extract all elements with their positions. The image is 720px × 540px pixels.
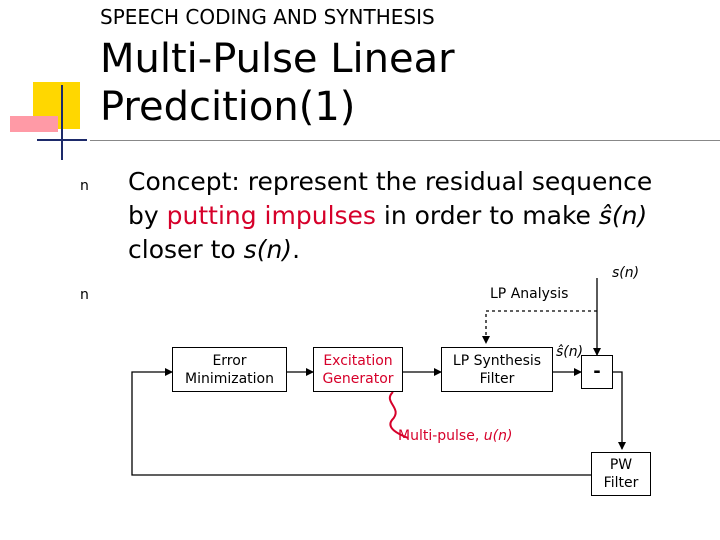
multipulse-var: u(n)	[483, 428, 513, 444]
summing-node: -	[581, 355, 613, 389]
slide-title: Multi-Pulse Linear Predcition(1)	[100, 35, 455, 131]
s-hat-label: ŝ(n)	[556, 344, 584, 360]
concept-end2: .	[292, 235, 301, 264]
lp-synthesis-filter-box: LP Synthesis Filter	[441, 347, 553, 392]
error-minimization-box: Error Minimization	[172, 347, 287, 392]
concept-middle: in order to make	[375, 201, 599, 230]
summing-node-minus: -	[593, 361, 601, 382]
title-decoration-pink	[10, 116, 58, 132]
concept-prefix: Concept: represent the residual sequence…	[128, 167, 653, 230]
multipulse-label: Multi-pulse, u(n)	[398, 428, 512, 444]
pw-filter-line1: PW	[609, 457, 633, 473]
bullet-marker: n	[80, 178, 89, 194]
title-decoration-horizontal-line	[37, 139, 87, 141]
concept-text: Concept: represent the residual sequence…	[128, 165, 688, 267]
slide-title-line2: Predcition(1)	[100, 84, 356, 130]
lp-analysis-label: LP Analysis	[490, 286, 569, 302]
signal-line-error	[613, 371, 626, 450]
error-minimization-line2: Minimization	[184, 370, 274, 387]
slide-title-line1: Multi-Pulse Linear	[100, 36, 455, 82]
feedback-line	[131, 368, 591, 476]
excitation-generator-box: Excitation Generator	[313, 347, 403, 392]
lp-synthesis-line1: LP Synthesis	[452, 352, 542, 369]
concept-end1: closer to	[128, 235, 244, 264]
s-n-label: s(n)	[612, 265, 640, 281]
concept-s: s(n)	[243, 235, 293, 264]
lp-synthesis-line2: Filter	[479, 370, 515, 387]
title-decoration-vertical-line	[61, 85, 63, 160]
excitation-generator-line1: Excitation	[323, 352, 393, 369]
dashed-line-lp-analysis	[482, 310, 597, 344]
title-underline	[90, 140, 720, 141]
excitation-generator-line2: Generator	[322, 370, 394, 387]
multipulse-prefix: Multi-pulse,	[398, 428, 484, 444]
concept-highlight: putting impulses	[166, 201, 376, 230]
section-kicker: SPEECH CODING AND SYNTHESIS	[100, 5, 435, 29]
multipulse-callout	[388, 391, 409, 439]
error-minimization-line1: Error	[212, 352, 247, 369]
bullet-marker: n	[80, 287, 89, 303]
pw-filter-line2: Filter	[603, 475, 639, 491]
concept-shat: ŝ(n)	[598, 201, 648, 230]
pw-filter-box: PW Filter	[591, 452, 651, 496]
